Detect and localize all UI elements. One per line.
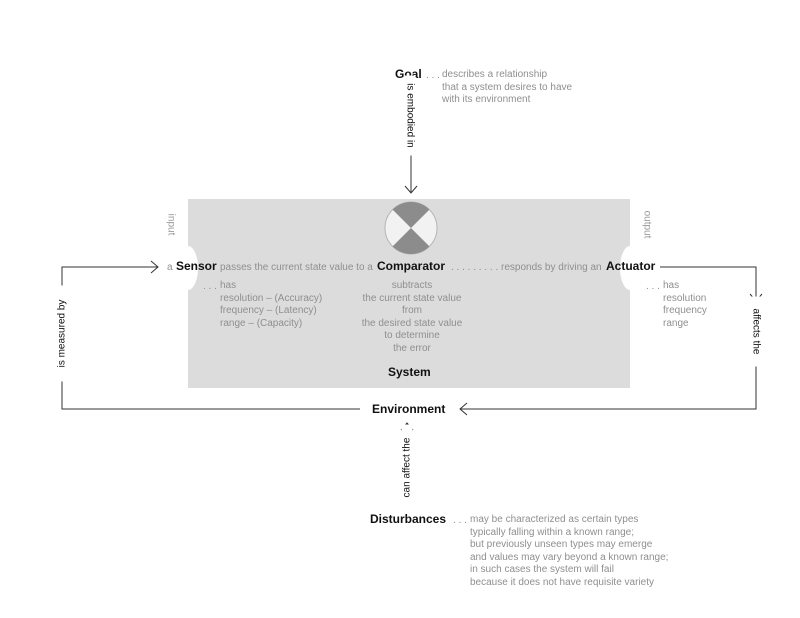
measure-arrow-icon (150, 260, 159, 274)
disturbances-description-line: may be characterized as certain types (470, 514, 639, 525)
comparator-description: subtracts the current state value from t… (350, 280, 474, 356)
sensor-property: frequency – (Latency) (220, 305, 317, 317)
disturbances-description-line: because it does not have requisite varie… (470, 576, 654, 588)
comparator-label: Comparator (377, 259, 446, 273)
disturbances-description-line: and values may vary beyond a known range… (470, 551, 669, 563)
output-label: output (641, 210, 653, 239)
goal-description: describes a relationship that a system d… (442, 69, 572, 107)
sensor-dots: . . . (203, 281, 217, 292)
sensor-property: resolution – (Accuracy) (220, 292, 323, 304)
comparator-description-line: the error (393, 342, 431, 354)
goal-description-line: with its environment (442, 94, 531, 106)
input-label: input (165, 213, 177, 236)
actuator-properties: has resolution frequency range (663, 280, 707, 330)
system-label: System (388, 365, 431, 379)
disturbances-description: may be characterized as certain types ty… (470, 514, 668, 590)
actuator-dots: . . . (646, 281, 660, 292)
environment-label: Environment (372, 402, 446, 416)
goal-description-line: describes a relationship (442, 69, 548, 80)
goal-dots: . . . (426, 70, 440, 81)
sensor-properties: has resolution – (Accuracy) frequency – … (220, 280, 322, 330)
goal-arrow-icon (404, 185, 418, 194)
actuator-property: frequency (663, 305, 707, 317)
sensor-has: has (220, 280, 237, 291)
measure-edge-label: is measured by (56, 285, 68, 382)
sensor-property: range – (Capacity) (220, 317, 303, 329)
goal-description-line: that a system desires to have (442, 81, 573, 93)
output-notch (620, 246, 630, 290)
disturbances-description-line: typically falling within a known range; (470, 526, 634, 538)
comparator-description-line: from (402, 305, 422, 317)
actuator-has: has (663, 280, 680, 291)
sensor-article: a (167, 262, 173, 273)
actuator-property: resolution (663, 292, 707, 304)
comparator-icon (384, 201, 438, 255)
environment-arrow-icon (459, 402, 468, 416)
disturbance-edge-label: can affect the (401, 424, 413, 511)
comparator-dots: . . . . . . . . . (451, 262, 499, 273)
disturbances-description-line: in such cases the system will fail (470, 564, 614, 576)
disturbances-label: Disturbances (370, 512, 447, 526)
comparator-description-line: the current state value (362, 292, 462, 304)
comparator-relation: responds by driving an (501, 262, 602, 273)
input-notch (188, 246, 198, 290)
sensor-label: Sensor (176, 259, 217, 273)
disturbances-description-line: but previously unseen types may emerge (470, 539, 653, 551)
actuator-property: range (663, 317, 689, 329)
actuator-label: Actuator (606, 259, 656, 273)
comparator-description-line: to determine (384, 330, 440, 342)
goal-edge-label: is embodied in (404, 75, 416, 156)
comparator-description-line: subtracts (391, 280, 433, 291)
affects-edge-label: affects the (750, 296, 762, 367)
comparator-description-line: the desired state value (361, 317, 463, 329)
disturbances-dots: . . . (453, 515, 467, 526)
sensor-relation: passes the current state value to a (220, 262, 373, 273)
